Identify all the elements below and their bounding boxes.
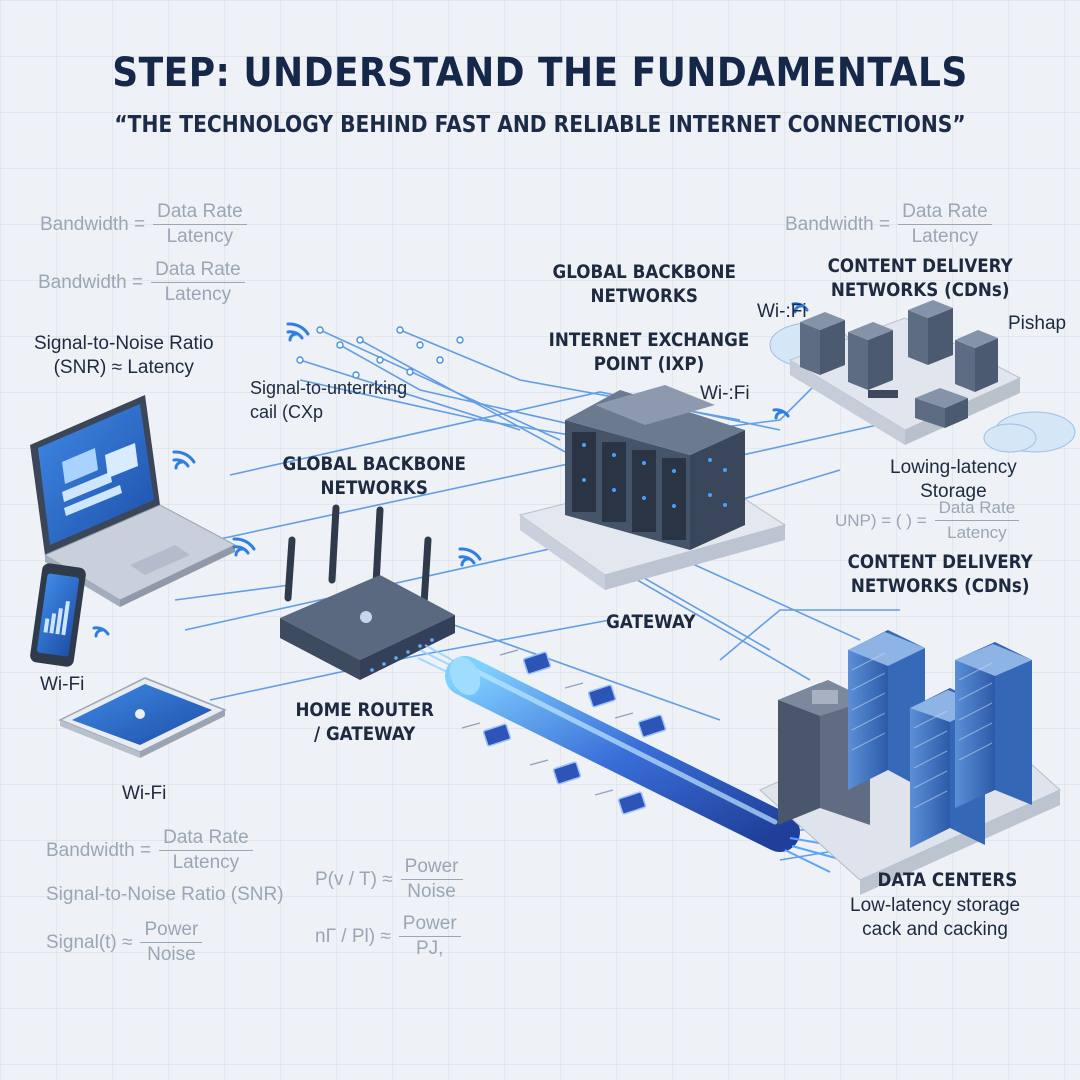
formula-numerator: Data Rate	[153, 200, 247, 225]
formula-left: Signal(t) ≈	[46, 931, 133, 953]
label-lowing-latency: Lowing-latency Storage	[890, 457, 1017, 502]
fiber-cable-icon	[417, 644, 861, 873]
formula-numerator: Data Rate	[934, 496, 1020, 521]
label-global-backbone-mid: GLOBAL BACKBONE NETWORKS	[282, 453, 466, 499]
formula-numerator: Data Rate	[159, 826, 253, 851]
data-packet-icon	[482, 651, 667, 815]
server-rack-icon	[518, 385, 787, 590]
formula-denominator: Latency	[166, 226, 234, 247]
line-nodes	[296, 326, 464, 379]
label-ixp: INTERNET EXCHANGE POINT (IXP)	[548, 329, 750, 375]
label-signal-cxp: Signal-to-unterrking cail (CXp	[250, 378, 408, 422]
formula-denominator: Noise	[407, 881, 456, 902]
label-wifi-cdn: Wi-:Fi	[757, 301, 807, 322]
page-subtitle: “THE TECHNOLOGY BEHIND FAST AND RELIABLE…	[114, 112, 966, 138]
label-cdn-top: CONTENT DELIVERY NETWORKS (CDNs)	[827, 255, 1013, 301]
label-snr-latency: Signal-to-Noise Ratio (SNR) ≈ Latency	[34, 333, 214, 378]
page-title: STEP: UNDERSTAND THE FUNDAMENTALS	[112, 50, 968, 96]
formula-denominator: Latency	[911, 226, 979, 247]
formula-numerator: Power	[140, 918, 203, 943]
formula-numerator: Power	[400, 855, 463, 880]
router-icon	[280, 504, 455, 680]
formula-left: UNP) = ( ) =	[835, 510, 927, 530]
building-icon	[759, 630, 1061, 895]
formula-left: nΓ / Pl) ≈	[315, 925, 391, 947]
label-wifi-tablet: Wi-Fi	[122, 783, 167, 804]
formula-left: P(v / T) ≈	[315, 868, 393, 890]
label-wifi-phone: Wi-Fi	[40, 674, 85, 695]
formula-left: Signal-to-Noise Ratio (SNR)	[46, 884, 284, 905]
tablet-icon	[58, 677, 227, 758]
formula-left: Bandwidth =	[46, 839, 152, 861]
label-gateway: GATEWAY	[606, 611, 696, 633]
formula-numerator: Data Rate	[898, 200, 992, 225]
formula-left: Bandwidth =	[785, 213, 891, 235]
formula-denominator: PJ,	[416, 938, 444, 959]
label-home-router: HOME ROUTER / GATEWAY	[295, 699, 434, 745]
formula-left: Bandwidth =	[40, 213, 146, 235]
label-pishap: Pishap	[1008, 313, 1067, 334]
formula-denominator: Noise	[147, 944, 196, 965]
formula-denominator: Latency	[172, 852, 240, 873]
label-dc-caption: Low-latency storage cack and cacking	[850, 895, 1021, 940]
laptop-icon	[30, 395, 237, 607]
wifi-icon	[92, 302, 809, 638]
formula-snr: Signal-to-Noise Ratio (SNR)	[46, 884, 284, 906]
smartphone-icon	[30, 563, 86, 667]
cdn-servers	[788, 300, 1022, 445]
label-wifi-ixp: Wi-:Fi	[700, 383, 750, 404]
label-cdn-mid: CONTENT DELIVERY NETWORKS (CDNs)	[847, 551, 1033, 597]
formula-left: Bandwidth =	[38, 271, 144, 293]
label-global-backbone-top: GLOBAL BACKBONE NETWORKS	[552, 261, 736, 307]
formula-denominator: Latency	[164, 284, 232, 305]
formula-numerator: Power	[398, 912, 461, 937]
label-data-centers: DATA CENTERS	[877, 869, 1018, 891]
formula-denominator: Latency	[947, 523, 1007, 542]
formula-numerator: Data Rate	[151, 258, 245, 283]
